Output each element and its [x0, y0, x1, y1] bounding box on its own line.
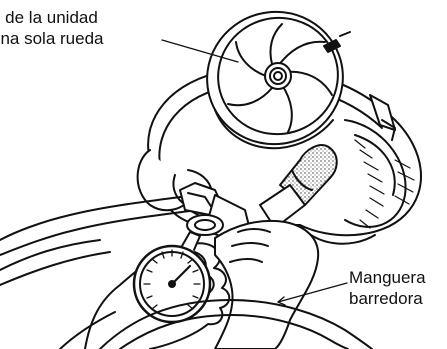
callout-top-line1: o de la unidad [0, 7, 161, 28]
callout-right-line2: barredora [349, 288, 447, 309]
callout-right-line1: Manguera [349, 267, 447, 288]
callout-top-line2: una sola rueda [0, 28, 161, 49]
callout-single-wheel: o de la unidad una sola rueda [0, 7, 161, 49]
callout-sweep-hose: Manguera barredora [349, 267, 447, 309]
right-hand [215, 221, 318, 349]
